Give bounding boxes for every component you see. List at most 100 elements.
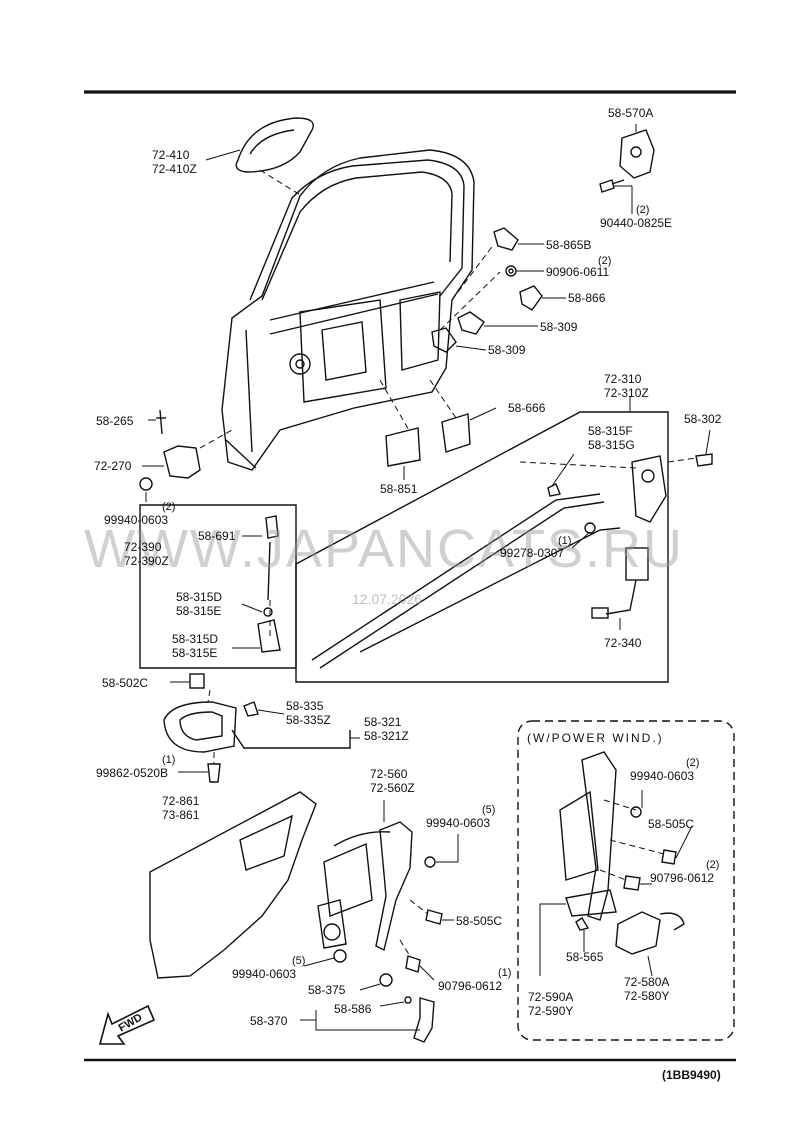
part-label-58-502C[interactable]: 58-502C: [102, 676, 149, 690]
qty-90906: (2): [598, 255, 612, 267]
bolt-90796-b: [623, 875, 641, 891]
part-label-99940-0603-pw[interactable]: 99940-0603: [630, 769, 695, 783]
part-label-72-390Z[interactable]: 72-390Z: [124, 554, 169, 568]
bezel-58-502C: [189, 673, 205, 689]
nut-99940-a: [424, 856, 436, 868]
part-label-72-270[interactable]: 72-270: [94, 459, 132, 473]
part-label-58-309-a[interactable]: 58-309: [540, 320, 578, 334]
nut-90906: [505, 265, 517, 277]
part-label-58-321[interactable]: 58-321: [364, 715, 402, 729]
date-stamp: 12.07.2026: [352, 591, 423, 607]
screw-90440: [599, 179, 625, 193]
part-label-58-335Z[interactable]: 58-335Z: [286, 713, 331, 727]
part-label-72-590Y[interactable]: 72-590Y: [528, 1004, 574, 1018]
part-label-58-315D-b[interactable]: 58-315D: [172, 632, 219, 646]
part-label-72-590A[interactable]: 72-590A: [528, 990, 574, 1004]
check-pin-58-265: [156, 409, 166, 435]
rod-assembly-frame: [295, 411, 669, 683]
door-rods: [311, 493, 621, 669]
part-label-58-302[interactable]: 58-302: [684, 412, 722, 426]
part-label-58-865B[interactable]: 58-865B: [546, 238, 592, 252]
part-label-90440-0825E[interactable]: 90440-0825E: [600, 216, 673, 230]
bolt-58-302: [695, 453, 713, 467]
part-label-58-505C-manual[interactable]: 58-505C: [456, 914, 503, 928]
part-label-58-866[interactable]: 58-866: [568, 291, 606, 305]
bolt-90796: [405, 955, 421, 973]
outer-door-handle: [235, 117, 314, 173]
part-label-58-315E-b[interactable]: 58-315E: [172, 646, 218, 660]
part-label-58-309-b[interactable]: 58-309: [488, 343, 526, 357]
clip-58-315D-a: [263, 607, 273, 617]
part-label-99278-0307[interactable]: 99278-0307: [500, 546, 565, 560]
part-label-58-570A[interactable]: 58-570A: [608, 106, 654, 120]
part-label-58-315D-a[interactable]: 58-315D: [176, 590, 223, 604]
part-label-72-560Z[interactable]: 72-560Z: [370, 781, 415, 795]
inner-handle-58-321: [163, 701, 237, 753]
part-label-58-565[interactable]: 58-565: [566, 950, 604, 964]
part-label-72-410Z[interactable]: 72-410Z: [152, 162, 197, 176]
part-label-90796-0612-pw[interactable]: 90796-0612: [650, 871, 715, 885]
part-label-72-861[interactable]: 72-861: [162, 794, 200, 808]
motor-72-580A: [615, 911, 685, 955]
bolt-58-505C-b: [661, 849, 677, 865]
part-label-72-580Y[interactable]: 72-580Y: [624, 989, 670, 1003]
power-window-group-label: (W/POWER WIND.): [527, 731, 664, 745]
part-label-72-310Z[interactable]: 72-310Z: [604, 386, 649, 400]
part-label-58-315E-a[interactable]: 58-315E: [176, 604, 222, 618]
part-label-99862-0520B[interactable]: 99862-0520B: [96, 766, 169, 780]
part-label-58-335[interactable]: 58-335: [286, 699, 324, 713]
nut-99940-c: [630, 806, 642, 818]
qty-99940-pw: (2): [686, 757, 700, 769]
clip-58-335: [243, 701, 259, 717]
clip-58-315F: [547, 483, 561, 497]
clip-99278: [584, 522, 596, 534]
trim-panel-72-861: [149, 791, 317, 979]
part-label-99940-0603-manual-b[interactable]: 99940-0603: [232, 967, 297, 981]
part-label-72-390[interactable]: 72-390: [124, 540, 162, 554]
latch-assembly-72-310: [631, 455, 667, 523]
door-latch-58-570A: [619, 129, 655, 179]
part-label-58-666[interactable]: 58-666: [508, 401, 546, 415]
part-label-90796-0612-manual[interactable]: 90796-0612: [438, 979, 503, 993]
part-label-58-851[interactable]: 58-851: [380, 482, 418, 496]
part-label-58-586[interactable]: 58-586: [334, 1002, 372, 1016]
part-label-72-340[interactable]: 72-340: [604, 636, 642, 650]
qty-90440: (2): [636, 204, 650, 216]
part-label-73-861[interactable]: 73-861: [162, 808, 200, 822]
clip-58-315D-b: [257, 619, 281, 653]
clip-58-309-b: [431, 327, 457, 353]
manual-window-regulator-72-560: [317, 821, 413, 952]
part-label-58-505C-pw[interactable]: 58-505C: [648, 817, 695, 831]
part-label-90906-0611[interactable]: 90906-0611: [546, 265, 610, 279]
qty-99278: (1): [558, 535, 572, 547]
part-label-99940-0603-manual-a[interactable]: 99940-0603: [426, 816, 491, 830]
hinge-72-270: [139, 445, 201, 491]
part-label-72-410[interactable]: 72-410: [152, 148, 190, 162]
part-label-72-560[interactable]: 72-560: [370, 767, 408, 781]
ring-58-375: [379, 973, 393, 987]
clip-58-866: [519, 285, 543, 311]
part-label-58-691[interactable]: 58-691: [198, 529, 236, 543]
part-label-58-375[interactable]: 58-375: [308, 983, 346, 997]
fwd-arrow: [98, 1004, 156, 1045]
handle-58-370: [413, 997, 435, 1043]
part-label-58-315F[interactable]: 58-315F: [588, 424, 633, 438]
part-label-58-265[interactable]: 58-265: [96, 414, 134, 428]
clip-58-565: [575, 917, 590, 931]
part-label-99940-0603-hinge[interactable]: 99940-0603: [104, 513, 169, 527]
part-label-58-370[interactable]: 58-370: [250, 1014, 288, 1028]
qty-99862: (1): [162, 754, 176, 766]
bracket-58-321: [231, 729, 351, 749]
nut-99940-b: [333, 949, 347, 963]
part-label-58-321Z[interactable]: 58-321Z: [364, 729, 409, 743]
seal-58-666: [441, 413, 471, 453]
clip-58-309-a: [457, 311, 485, 335]
diagram-code: (1BB9490): [662, 1068, 721, 1082]
part-label-58-315G[interactable]: 58-315G: [588, 438, 635, 452]
power-window-group-frame: [517, 720, 735, 1041]
part-label-72-310[interactable]: 72-310: [604, 372, 642, 386]
qty-99940-hinge: (2): [162, 501, 176, 513]
door-shell: [221, 149, 475, 471]
part-label-72-580A[interactable]: 72-580A: [624, 975, 670, 989]
